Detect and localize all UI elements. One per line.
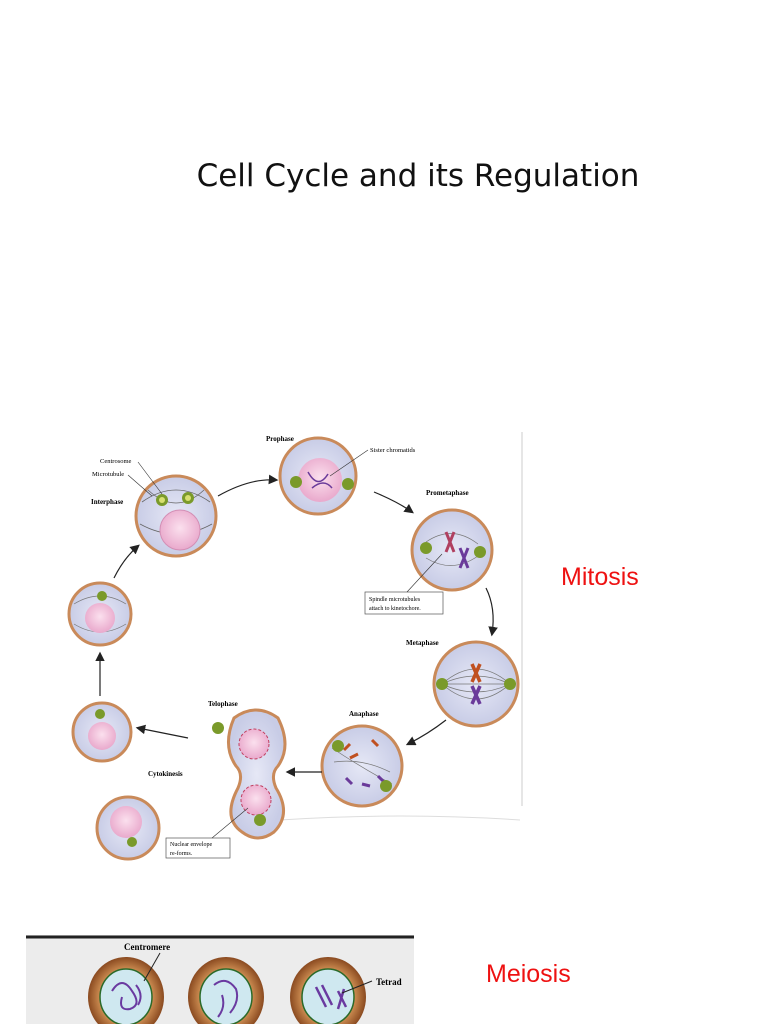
centrosome-label: Centrosome	[100, 458, 132, 465]
nuclear-envelope-callout: Nuclear envelope re-forms.	[165, 807, 249, 859]
meiosis-cell-1	[88, 957, 164, 1024]
tetrad-label: Tetrad	[376, 977, 402, 987]
meiosis-cell-3	[290, 957, 366, 1024]
telophase-cell	[212, 708, 287, 840]
meiosis-label: Meiosis	[486, 960, 571, 988]
daughter-cell-bottom	[95, 795, 161, 861]
mitosis-label: Mitosis	[561, 563, 639, 591]
daughter-cell-upper	[67, 581, 133, 647]
meiosis-diagram: Centromere Tetrad	[26, 935, 414, 1024]
sister-chromatids-label: Sister chromatids	[370, 447, 416, 454]
prometaphase-label: Prometaphase	[426, 489, 469, 497]
frame-bottom-line	[279, 815, 521, 821]
anaphase-label: Anaphase	[349, 710, 379, 718]
metaphase-label: Metaphase	[406, 639, 439, 647]
interphase-cell	[134, 474, 218, 558]
anaphase-cell	[320, 724, 404, 808]
meiosis-cell-2	[188, 957, 264, 1024]
cycle-arrows	[95, 474, 498, 777]
telophase-label: Telophase	[208, 700, 238, 708]
spindle-callout-line1: Spindle microtubules	[369, 597, 421, 603]
spindle-callout: Spindle microtubules attach to kinetocho…	[364, 553, 444, 615]
centromere-label: Centromere	[124, 942, 170, 952]
microtubule-label: Microtubule	[92, 471, 124, 478]
prometaphase-cell	[410, 508, 494, 592]
nuclear-callout-line2: re-forms.	[170, 850, 193, 857]
prophase-label: Prophase	[266, 435, 294, 443]
interphase-label: Interphase	[91, 498, 123, 506]
metaphase-cell	[432, 640, 520, 728]
daughter-cell-middle	[71, 701, 133, 763]
slide-title: Cell Cycle and its Regulation	[196, 158, 640, 194]
cytokinesis-label: Cytokinesis	[148, 770, 183, 778]
mitosis-diagram: Interphase Centrosome Microtubule Propha…	[67, 432, 523, 861]
prophase-cell	[278, 436, 358, 516]
nuclear-callout-line1: Nuclear envelope	[170, 842, 212, 848]
spindle-callout-line2: attach to kinetochore.	[369, 606, 421, 612]
